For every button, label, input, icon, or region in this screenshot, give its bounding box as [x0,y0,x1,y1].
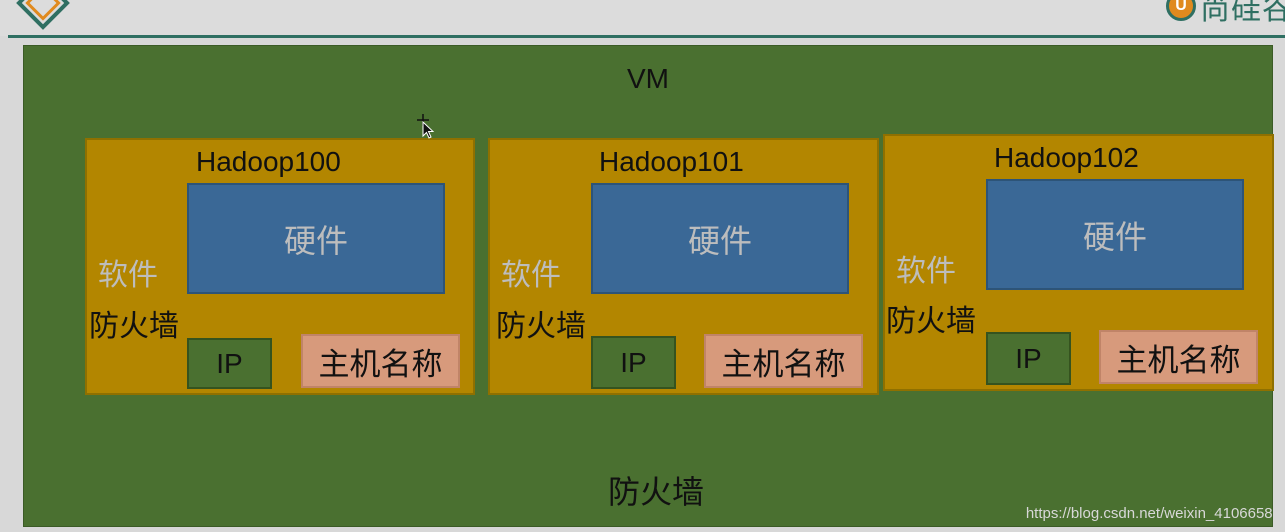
vm-label: VM [627,63,669,94]
host-name: Hadoop101 [599,146,744,177]
ip-box: IP [187,338,272,389]
software-label: 软件 [896,254,956,289]
hostname-box: 主机名称 [704,334,863,388]
brand-logo: U 尚硅谷 [1166,0,1285,27]
corner-logo-icon [16,0,70,30]
mouse-cursor-icon [417,114,435,139]
host-box-hadoop102: Hadoop102 硬件 软件 防火墙 IP 主机名称 [883,134,1274,391]
header-strip: U 尚硅谷 [0,0,1285,36]
hardware-box: 硬件 [986,179,1244,290]
ip-box: IP [986,332,1071,385]
host-name: Hadoop102 [994,142,1139,173]
header-divider [8,35,1285,38]
ip-box: IP [591,336,676,389]
watermark-url: https://blog.csdn.net/weixin_41066584 [1025,505,1281,522]
hardware-box: 硬件 [187,183,445,294]
outer-firewall-label: 防火墙 [607,473,704,511]
host-firewall-label: 防火墙 [496,309,586,344]
brand-text: 尚硅谷 [1200,0,1285,27]
hostname-box: 主机名称 [1099,330,1258,384]
host-box-hadoop101: Hadoop101 硬件 软件 防火墙 IP 主机名称 [488,138,879,395]
software-label: 软件 [501,258,561,293]
brand-mark-icon: U [1166,0,1196,21]
host-firewall-label: 防火墙 [886,304,976,339]
hostname-box: 主机名称 [301,334,460,388]
vm-container: VM Hadoop100 硬件 软件 防火墙 IP 主机名称 Hadoop101… [23,45,1274,527]
software-label: 软件 [98,258,158,293]
hardware-box: 硬件 [591,183,849,294]
host-name: Hadoop100 [196,146,341,177]
host-firewall-label: 防火墙 [89,309,179,344]
host-box-hadoop100: Hadoop100 硬件 软件 防火墙 IP 主机名称 [85,138,475,395]
